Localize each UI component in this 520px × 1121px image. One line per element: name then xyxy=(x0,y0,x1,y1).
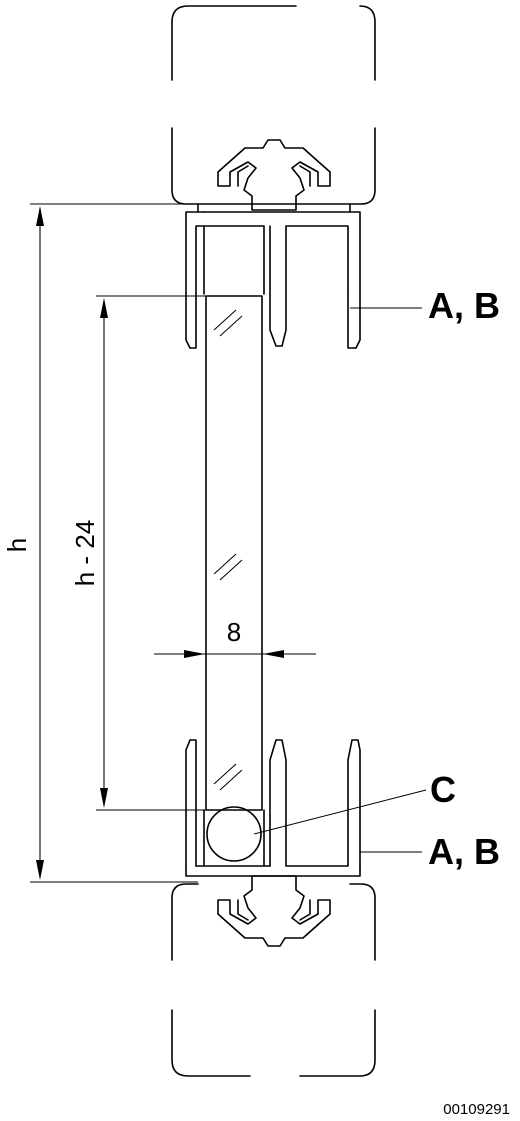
dimension-h-24-label: h - 24 xyxy=(70,520,100,587)
callout-gasket-c: C xyxy=(430,769,456,810)
leader-gasket-c xyxy=(253,789,427,835)
top-u-profile xyxy=(185,203,361,349)
dimension-8 xyxy=(154,650,316,658)
glass-pane xyxy=(205,295,263,811)
callout-top-ab: A, B xyxy=(428,285,500,326)
gasket-c xyxy=(206,806,262,862)
drawing-number: 00109291 xyxy=(443,1101,510,1118)
bottom-u-profile xyxy=(185,739,361,877)
bottom-panel xyxy=(171,883,376,1077)
top-panel xyxy=(171,5,376,205)
callout-bottom-ab: A, B xyxy=(428,831,500,872)
dimension-8-label: 8 xyxy=(227,617,241,647)
top-connector-clip xyxy=(217,139,331,211)
bottom-connector-clip xyxy=(217,875,331,947)
dimension-h-label: h xyxy=(2,538,32,552)
dimension-h-24 xyxy=(96,295,206,811)
dimension-h xyxy=(30,203,198,883)
